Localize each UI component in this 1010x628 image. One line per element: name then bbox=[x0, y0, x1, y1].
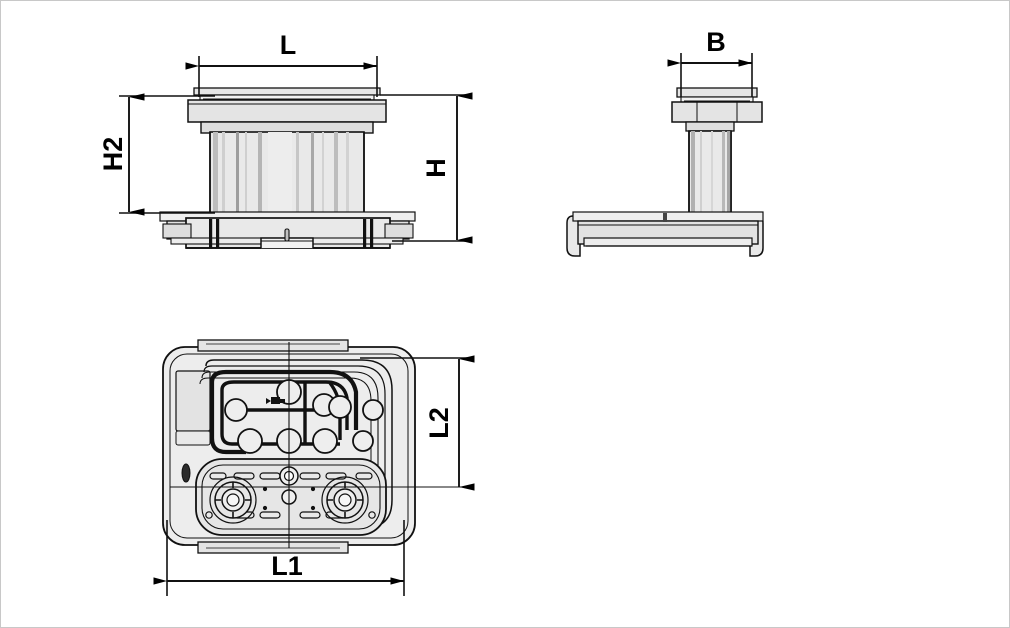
top-view bbox=[162, 339, 468, 554]
side-column-ribs bbox=[691, 131, 731, 218]
top-left-recess-lower bbox=[175, 430, 211, 446]
dimension-H2: H2 bbox=[98, 93, 215, 216]
front-view bbox=[159, 87, 416, 249]
dimension-L: L bbox=[185, 30, 378, 97]
front-base-grooves bbox=[209, 219, 374, 248]
dimension-B: B bbox=[667, 27, 753, 97]
top-lower-tab bbox=[197, 541, 349, 554]
side-base-left-cap bbox=[566, 215, 581, 257]
side-top-cap bbox=[676, 87, 758, 98]
front-base-right-shoulder bbox=[384, 223, 414, 239]
dim-H2-label: H2 bbox=[98, 137, 128, 172]
front-base-left-shoulder bbox=[162, 223, 192, 239]
dim-L-label: L bbox=[280, 30, 297, 60]
top-hose-loop-outer bbox=[209, 369, 359, 455]
top-hose-connectors bbox=[224, 379, 384, 454]
top-suction-cup-left bbox=[209, 476, 257, 524]
side-base-center-mark bbox=[663, 213, 667, 222]
side-base-skirt bbox=[583, 237, 753, 247]
top-suction-cup-right bbox=[321, 476, 369, 524]
side-base-top-band bbox=[572, 211, 764, 222]
dim-B-label: B bbox=[706, 27, 726, 57]
front-upper-flange bbox=[187, 99, 387, 123]
dim-L2-label: L2 bbox=[424, 407, 454, 439]
dim-H-label: H bbox=[421, 158, 451, 178]
dimension-H: H bbox=[380, 92, 473, 244]
top-mounting-plate-inner bbox=[201, 464, 381, 530]
top-valve-fitting-icon bbox=[266, 397, 285, 404]
side-view bbox=[566, 87, 764, 257]
side-upper-flange bbox=[671, 101, 763, 123]
dim-L1-label: L1 bbox=[271, 551, 303, 581]
top-locating-dots bbox=[262, 486, 316, 511]
top-upper-tab bbox=[197, 339, 349, 352]
front-center-pin bbox=[284, 228, 290, 242]
dimension-L1: L1 bbox=[153, 520, 405, 596]
front-top-cap bbox=[193, 87, 381, 96]
top-left-slot bbox=[181, 463, 191, 483]
dimension-L2: L2 bbox=[360, 355, 475, 491]
side-flange-step bbox=[685, 121, 735, 132]
front-column-ribs bbox=[213, 132, 349, 218]
top-left-recess bbox=[175, 370, 211, 432]
